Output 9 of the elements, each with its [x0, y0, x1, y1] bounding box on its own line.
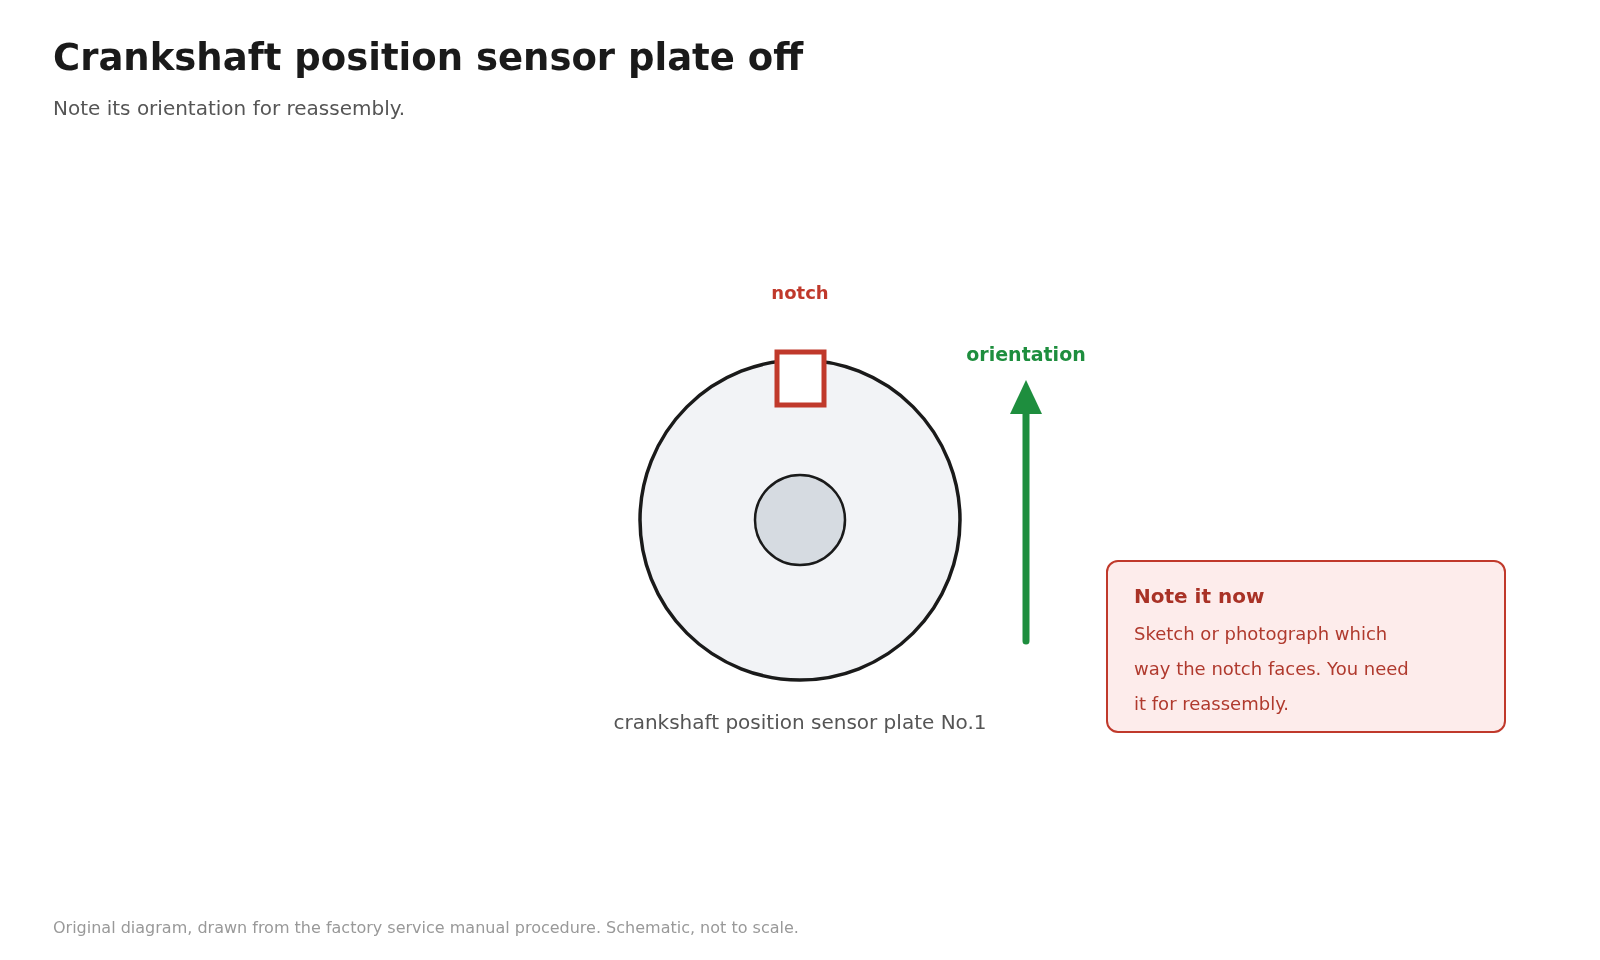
subtitle: Note its orientation for reassembly.	[53, 96, 406, 120]
footnote: Original diagram, drawn from the factory service manual procedure. Schematic, not to scale.	[53, 918, 799, 937]
note-heading: Note it now	[1134, 584, 1266, 608]
notch-label: notch	[770, 282, 830, 303]
part-caption: crankshaft position sensor plate No.1	[612, 710, 988, 734]
title: Crankshaft position sensor plate off	[53, 36, 804, 79]
note-body: Sketch or photograph which way the notch faces. You need it for reassembly.	[1134, 622, 1410, 716]
note-card	[1106, 560, 1506, 733]
orientation-label: orientation	[965, 343, 1087, 365]
